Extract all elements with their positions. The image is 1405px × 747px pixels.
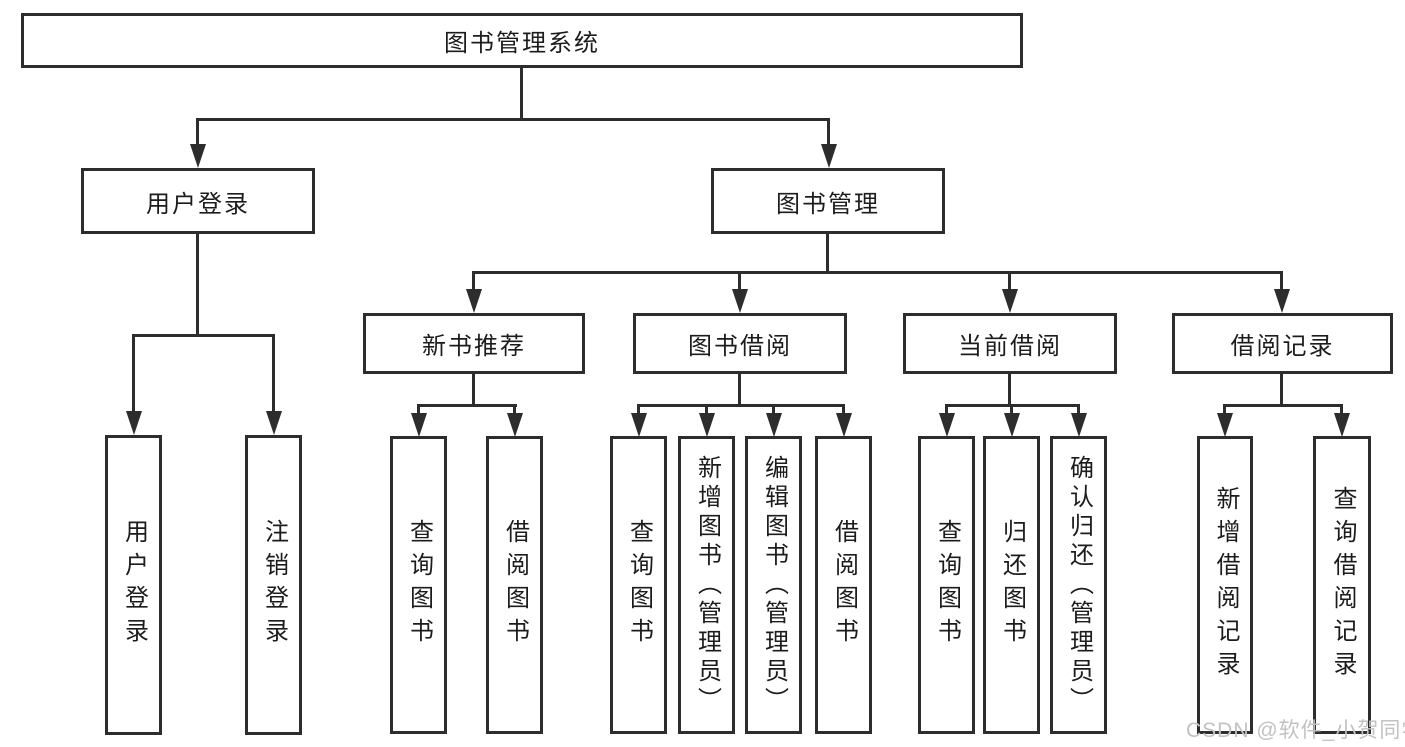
arrowhead — [1071, 413, 1087, 437]
connector-line — [472, 271, 1283, 274]
leaf-add-book-admin: 新增图书（管理员） — [678, 436, 735, 734]
leaf-borrow-books-recommend: 借阅图书 — [486, 436, 543, 734]
leaf-query-borrow-record: 查询借阅记录 — [1313, 436, 1371, 734]
leaf-query-books-borrowing: 查询图书 — [610, 436, 667, 734]
leaf-borrow-books-borrowing: 借阅图书 — [815, 436, 872, 734]
connector-line — [738, 374, 741, 407]
connector-line — [945, 404, 948, 416]
arrowhead — [939, 413, 955, 437]
node-root: 图书管理系统 — [21, 13, 1023, 68]
connector-line — [738, 271, 741, 293]
connector-line — [1280, 271, 1283, 293]
arrowhead — [1334, 413, 1350, 437]
arrowhead — [126, 411, 142, 435]
node-borrowing-records: 借阅记录 — [1172, 313, 1393, 374]
connector-line — [705, 404, 708, 416]
connector-line — [513, 404, 516, 416]
connector-line — [472, 374, 475, 407]
connector-line — [196, 118, 830, 121]
arrowhead — [1217, 413, 1233, 437]
arrowhead — [732, 289, 748, 313]
connector-line — [637, 404, 640, 416]
node-current-borrowing: 当前借阅 — [903, 313, 1117, 374]
node-book-borrowing: 图书借阅 — [633, 313, 847, 374]
connector-line — [1008, 271, 1011, 293]
leaf-query-books-current: 查询图书 — [918, 436, 975, 734]
leaf-add-borrow-record: 新增借阅记录 — [1197, 436, 1253, 734]
connector-line — [520, 68, 523, 121]
arrowhead — [507, 413, 523, 437]
connector-line — [196, 234, 199, 337]
arrowhead — [190, 144, 206, 168]
connector-line — [132, 334, 135, 412]
node-book-management: 图书管理 — [711, 168, 945, 234]
arrowhead — [699, 413, 715, 437]
arrowhead — [1004, 413, 1020, 437]
arrowhead — [466, 289, 482, 313]
arrowhead — [266, 411, 282, 435]
connector-line — [772, 404, 775, 416]
arrowhead — [821, 144, 837, 168]
arrowhead — [1002, 289, 1018, 313]
leaf-return-book: 归还图书 — [983, 436, 1040, 734]
arrowhead — [766, 413, 782, 437]
connector-line — [1340, 404, 1343, 416]
leaf-confirm-return-admin: 确认归还（管理员） — [1050, 436, 1107, 734]
arrowhead — [631, 413, 647, 437]
arrowhead — [836, 413, 852, 437]
connector-line — [827, 118, 830, 148]
connector-line — [417, 404, 517, 407]
arrowhead — [1274, 289, 1290, 313]
leaf-user-login: 用户登录 — [105, 435, 162, 735]
connector-line — [472, 271, 475, 293]
watermark: CSDN @软件_小贺同学 — [1186, 719, 1405, 742]
connector-line — [1008, 374, 1011, 407]
connector-line — [826, 234, 829, 274]
node-new-book-recommend: 新书推荐 — [363, 313, 585, 374]
connector-line — [417, 404, 420, 416]
connector-line — [132, 334, 275, 337]
connector-line — [842, 404, 845, 416]
connector-line — [637, 404, 845, 407]
leaf-edit-book-admin: 编辑图书（管理员） — [745, 436, 802, 734]
connector-line — [272, 334, 275, 412]
connector-line — [1280, 374, 1283, 407]
node-user-login: 用户登录 — [81, 168, 315, 234]
connector-line — [1077, 404, 1080, 416]
arrowhead — [411, 413, 427, 437]
connector-line — [1223, 404, 1226, 416]
leaf-logout: 注销登录 — [245, 435, 302, 735]
connector-line — [1223, 404, 1343, 407]
connector-line — [196, 118, 199, 148]
leaf-query-books-recommend: 查询图书 — [390, 436, 447, 734]
connector-line — [1010, 404, 1013, 416]
